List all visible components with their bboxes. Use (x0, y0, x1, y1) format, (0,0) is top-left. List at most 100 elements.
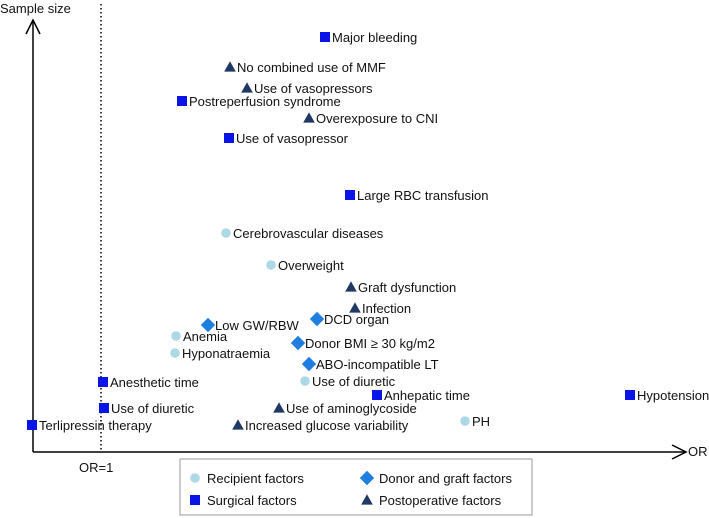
data-point: PH (460, 414, 490, 429)
point-label: Hyponatraemia (182, 346, 271, 361)
data-point: Graft dysfunction (345, 280, 456, 295)
data-point: Anhepatic time (372, 388, 470, 403)
data-point: Large RBC transfusion (345, 188, 489, 203)
point-marker-postop (224, 61, 236, 72)
legend-label: Recipient factors (207, 471, 304, 486)
data-point: Terlipressin therapy (27, 418, 152, 433)
point-label: Use of vasopressors (254, 81, 373, 96)
x-axis-arrow (671, 444, 688, 460)
point-marker-surgical (177, 96, 187, 106)
point-label: Use of diuretic (111, 401, 195, 416)
data-point: Overexposure to CNI (303, 111, 438, 126)
point-marker-donor (301, 356, 317, 372)
point-marker-postop (232, 419, 244, 430)
point-marker-surgical (320, 32, 330, 42)
point-marker-postop (303, 112, 315, 123)
points-layer: Major bleeding No combined use of MMF Use … (27, 30, 709, 433)
x-axis-title: OR (688, 444, 708, 459)
point-marker-postop (345, 281, 357, 292)
data-point: Anesthetic time (98, 375, 199, 390)
point-marker-postop (241, 82, 253, 93)
data-point: Use of vasopressors (241, 81, 373, 96)
point-label: Anesthetic time (110, 375, 199, 390)
data-point: Increased glucose variability (232, 418, 409, 433)
point-marker-surgical (224, 133, 234, 143)
legend-label: Postoperative factors (379, 493, 502, 508)
point-marker-donor (290, 335, 306, 351)
legend-item-surgical: Surgical factors (190, 493, 297, 508)
point-marker-postop (273, 402, 285, 413)
legend-items: Recipient factors Donor and graft factors… (190, 470, 512, 508)
point-marker-recipient (170, 348, 180, 358)
point-label: Low GW/RBW (215, 318, 300, 333)
point-label: Postreperfusion syndrome (189, 94, 341, 109)
data-point: Use of diuretic (99, 401, 195, 416)
data-point: Cerebrovascular diseases (221, 226, 384, 241)
legend-box (179, 458, 533, 516)
point-marker-recipient (171, 331, 181, 341)
legend: Recipient factors Donor and graft factors… (179, 458, 533, 516)
data-point: Donor BMI ≥ 30 kg/m2 (290, 335, 435, 351)
data-point: No combined use of MMF (224, 60, 386, 75)
data-point: Use of aminoglycoside (273, 401, 417, 416)
data-point: Infection (349, 301, 411, 316)
data-point: Hyponatraemia (170, 346, 271, 361)
point-label: Donor BMI ≥ 30 kg/m2 (305, 336, 435, 351)
data-point: ABO-incompatible LT (301, 356, 439, 372)
data-point: Postreperfusion syndrome (177, 94, 341, 109)
point-label: Cerebrovascular diseases (233, 226, 384, 241)
point-label: No combined use of MMF (237, 60, 386, 75)
legend-marker-postop (361, 494, 373, 505)
point-label: Graft dysfunction (358, 280, 456, 295)
point-marker-recipient (221, 228, 231, 238)
point-marker-postop (349, 302, 361, 313)
legend-marker-surgical (190, 495, 200, 505)
y-axis-arrow (25, 18, 41, 35)
point-marker-surgical (98, 377, 108, 387)
data-point: Major bleeding (320, 30, 417, 45)
point-marker-surgical (372, 390, 382, 400)
point-marker-surgical (625, 390, 635, 400)
y-axis-title: Sample size (0, 1, 71, 16)
point-label: Infection (362, 301, 411, 316)
point-marker-surgical (345, 190, 355, 200)
or-reference-label: OR=1 (79, 460, 113, 475)
point-label: Anemia (183, 329, 228, 344)
legend-item-postop: Postoperative factors (361, 493, 502, 508)
data-point: Overweight (266, 258, 344, 273)
data-point: Hypotension (625, 388, 709, 403)
point-label: Terlipressin therapy (39, 418, 152, 433)
point-marker-donor (200, 317, 216, 333)
point-marker-donor (309, 311, 325, 327)
point-label: Overweight (278, 258, 344, 273)
point-label: Hypotension (637, 388, 709, 403)
point-label: DCD organ (324, 312, 389, 327)
point-label: PH (472, 414, 490, 429)
point-label: Anhepatic time (384, 388, 470, 403)
point-marker-recipient (266, 260, 276, 270)
point-label: Major bleeding (332, 30, 417, 45)
point-label: ABO-incompatible LT (316, 357, 439, 372)
legend-item-recipient: Recipient factors (190, 471, 304, 486)
legend-item-donor: Donor and graft factors (359, 470, 512, 486)
legend-marker-recipient (190, 473, 200, 483)
point-marker-recipient (300, 376, 310, 386)
data-point: Use of vasopressor (224, 131, 349, 146)
point-label: Large RBC transfusion (357, 188, 489, 203)
data-point: Low GW/RBW (200, 317, 300, 333)
point-label: Use of aminoglycoside (286, 401, 417, 416)
point-marker-surgical (99, 403, 109, 413)
legend-label: Donor and graft factors (379, 471, 512, 486)
point-marker-recipient (460, 416, 470, 426)
point-label: Increased glucose variability (245, 418, 409, 433)
point-label: Use of diuretic (312, 374, 396, 389)
legend-marker-donor (359, 470, 375, 486)
point-label: Use of vasopressor (236, 131, 349, 146)
data-point: Anemia (171, 329, 228, 344)
legend-label: Surgical factors (207, 493, 297, 508)
data-point: DCD organ (309, 311, 389, 327)
data-point: Use of diuretic (300, 374, 396, 389)
point-marker-surgical (27, 420, 37, 430)
point-label: Overexposure to CNI (316, 111, 438, 126)
